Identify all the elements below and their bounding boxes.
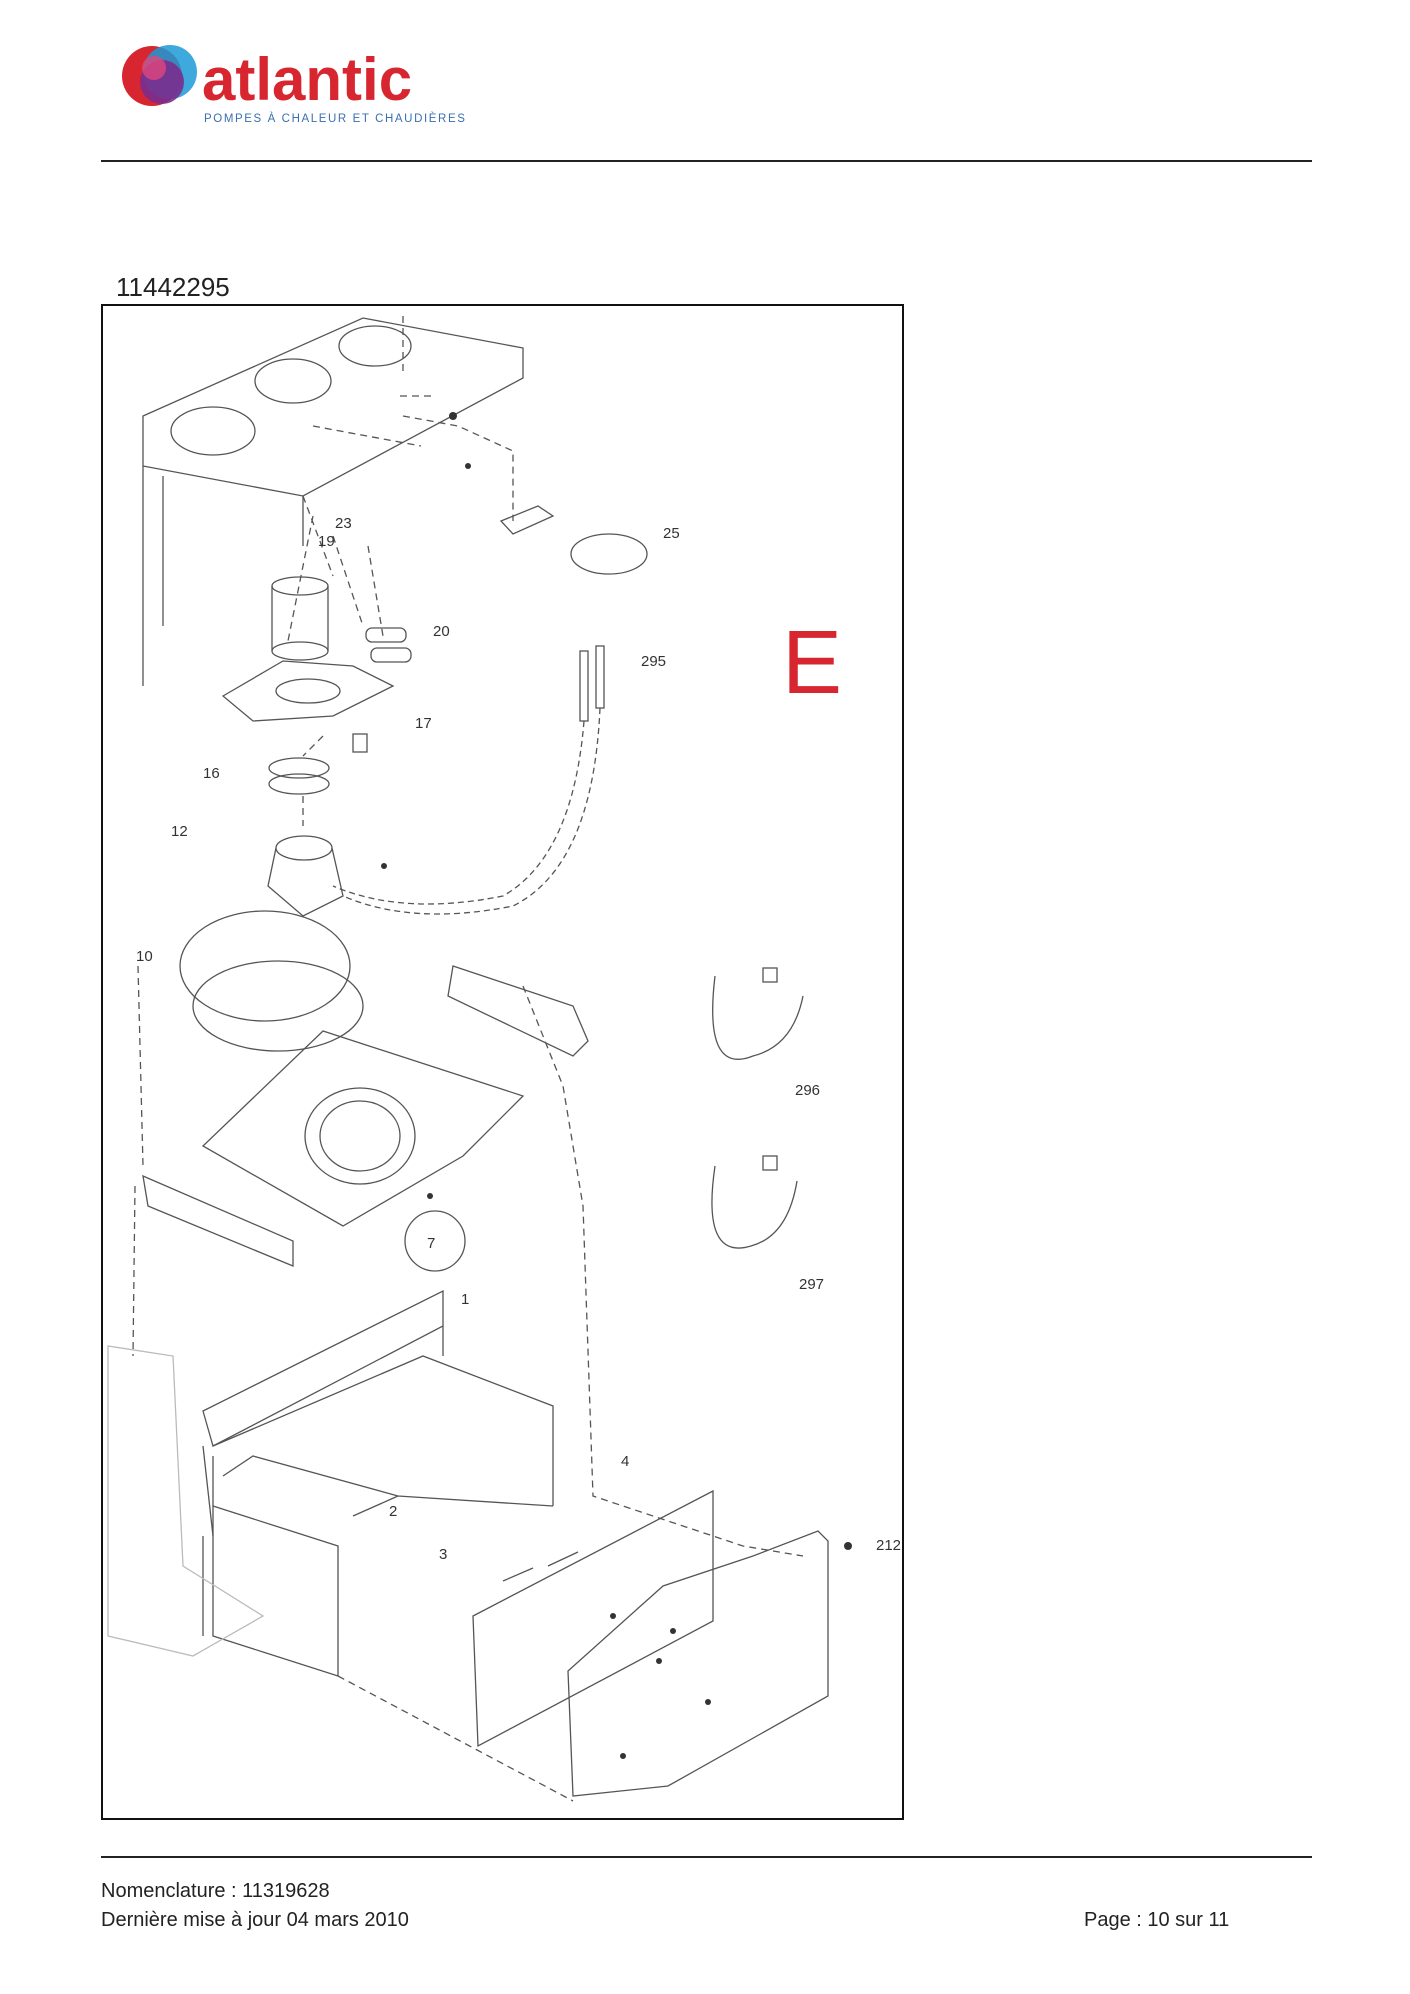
part-label-25: 25 xyxy=(663,525,680,542)
document-reference: 11442295 xyxy=(116,272,230,302)
part-label-10: 10 xyxy=(136,948,153,965)
brand-name: atlantic xyxy=(202,46,412,113)
section-letter: E xyxy=(782,613,843,713)
part-label-7: 7 xyxy=(427,1235,435,1252)
top-plate-drawing xyxy=(142,317,524,497)
footer-nomenclature: Nomenclature : 11319628 xyxy=(101,1880,330,1902)
brand-tagline: POMPES À CHALEUR ET CHAUDIÈRES xyxy=(204,112,467,125)
footer-update-date: Dernière mise à jour 04 mars 2010 xyxy=(101,1909,409,1931)
part-label-2: 2 xyxy=(389,1503,397,1520)
footer-page-number: Page : 10 sur 11 xyxy=(1084,1909,1230,1931)
part-label-296: 296 xyxy=(795,1082,820,1099)
footer-divider xyxy=(101,1856,1312,1858)
part-label-19: 19 xyxy=(318,533,335,550)
part-label-212: 212 xyxy=(876,1537,901,1554)
part-label-3: 3 xyxy=(439,1546,447,1563)
atlantic-logo: atlantic POMPES À CHALEUR ET CHAUDIÈRES xyxy=(122,45,467,125)
part-label-17: 17 xyxy=(415,715,432,732)
part-label-23: 23 xyxy=(335,515,352,532)
part-label-16: 16 xyxy=(203,765,220,782)
header-divider xyxy=(101,160,1312,162)
diagram-drawing: 19 23 25 20 295 17 16 12 10 7 296 297 1 … xyxy=(107,316,901,1802)
exploded-parts-diagram: 19 23 25 20 295 17 16 12 10 7 296 297 1 … xyxy=(101,304,904,1820)
part-label-4: 4 xyxy=(621,1453,629,1470)
part-label-12: 12 xyxy=(171,823,188,840)
part-label-295: 295 xyxy=(641,653,666,670)
part-label-297: 297 xyxy=(799,1276,824,1293)
part-label-1: 1 xyxy=(461,1291,469,1308)
part-label-20: 20 xyxy=(433,623,450,640)
